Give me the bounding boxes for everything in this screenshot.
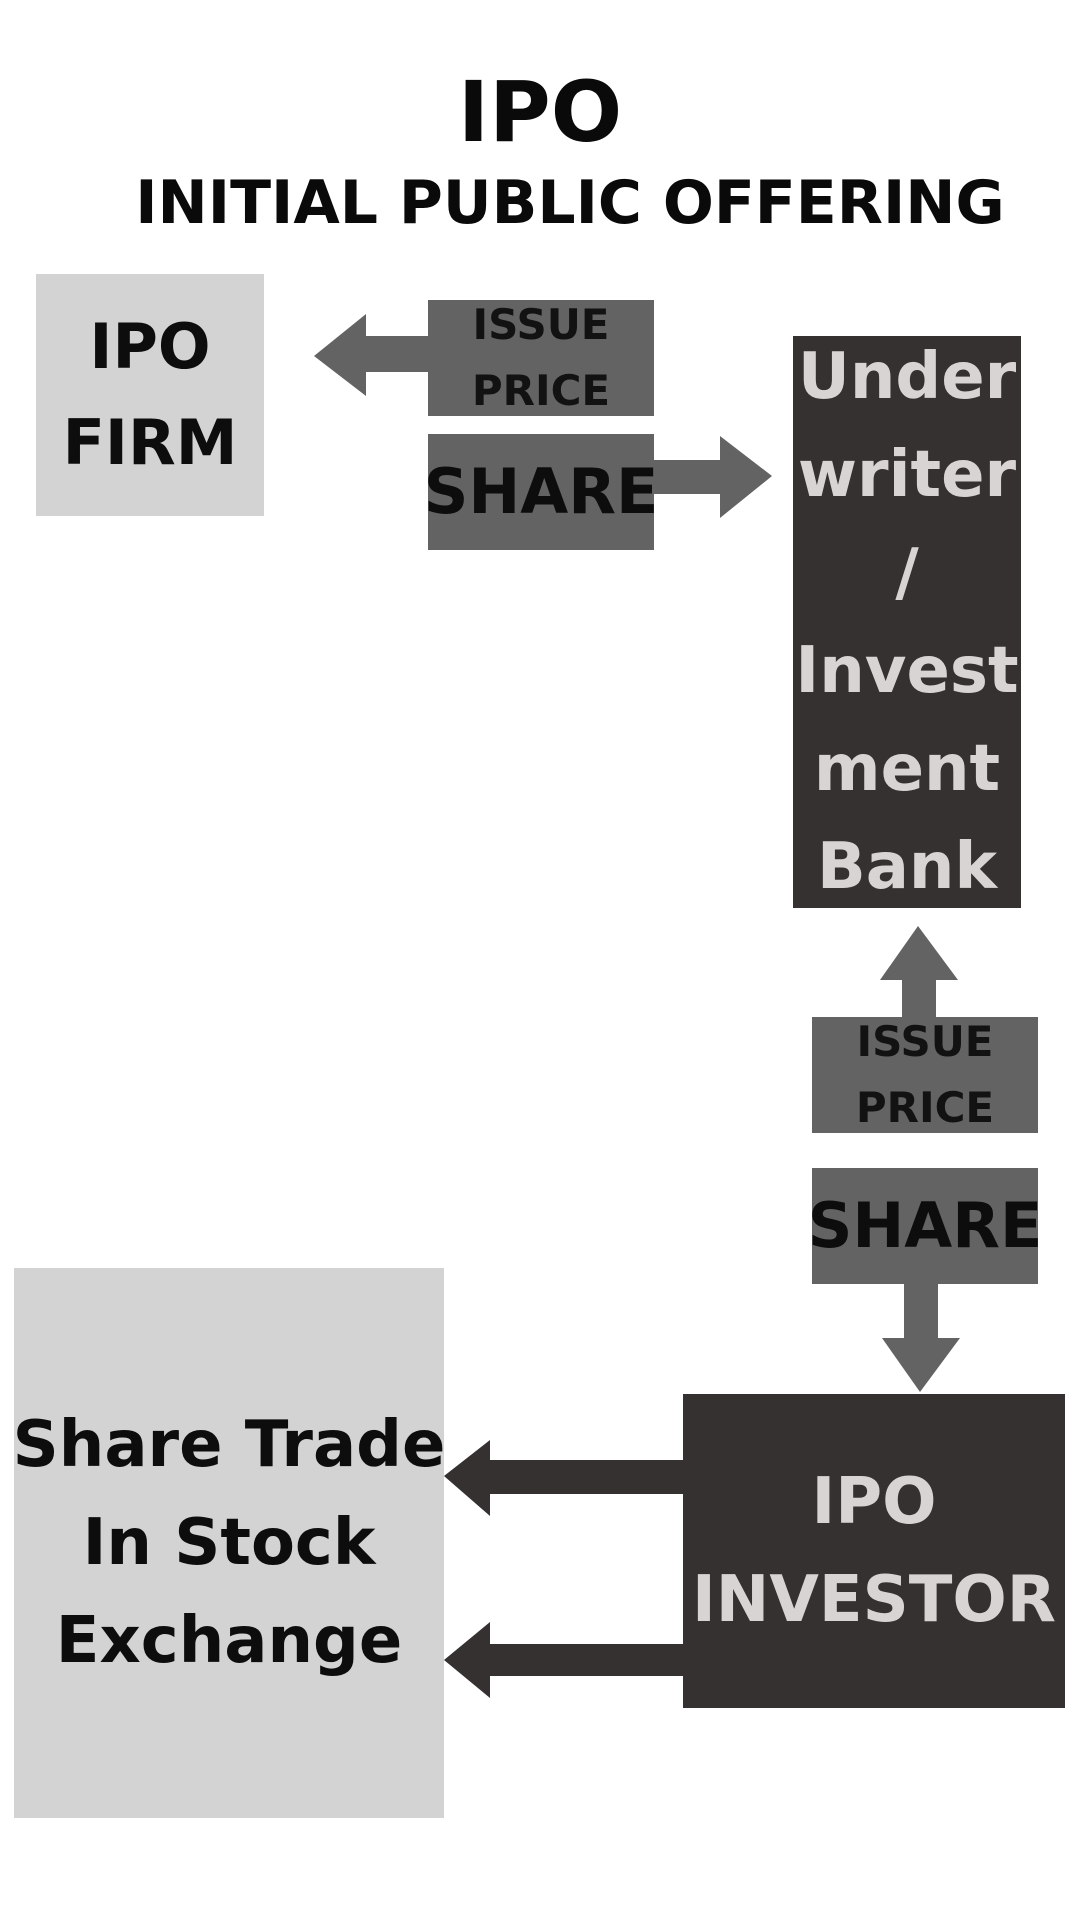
share-label-top: SHARE	[424, 434, 658, 550]
ipo-firm-box: IPO FIRM	[36, 274, 264, 516]
diagram-subtitle: INITIAL PUBLIC OFFERING	[135, 168, 1005, 238]
issue-price-label-right: ISSUE PRICE	[812, 1017, 1038, 1133]
ipo-investor-line: IPO	[811, 1465, 937, 1539]
share-line: SHARE	[423, 455, 659, 528]
stock-exchange-box: Share Trade In Stock Exchange	[12, 1268, 446, 1818]
diagram-title: IPO	[457, 63, 623, 161]
arrow-up-icon	[880, 926, 958, 1017]
ipo-firm-line: FIRM	[62, 406, 238, 479]
underwriter-box: Under writer / Invest ment Bank	[793, 336, 1021, 908]
issue-price-line: PRICE	[855, 1083, 995, 1132]
issue-price-label-top: ISSUE PRICE	[428, 300, 654, 416]
arrow-left-lower-icon	[444, 1622, 683, 1698]
stock-exchange-line: Share Trade	[12, 1408, 446, 1482]
stock-exchange-line: Exchange	[55, 1604, 403, 1678]
stock-exchange-line: In Stock	[82, 1506, 376, 1580]
arrow-left-icon	[314, 314, 428, 396]
underwriter-line: ment	[813, 732, 1001, 806]
issue-price-line: ISSUE	[472, 300, 610, 349]
underwriter-line: Under	[797, 340, 1017, 414]
ipo-investor-line: INVESTOR	[691, 1563, 1057, 1637]
share-label-right: SHARE	[808, 1168, 1042, 1284]
share-line: SHARE	[807, 1189, 1043, 1262]
underwriter-line: Bank	[816, 830, 998, 904]
ipo-investor-box: IPO INVESTOR	[683, 1394, 1065, 1708]
issue-price-line: PRICE	[471, 366, 611, 415]
underwriter-line: writer	[797, 438, 1017, 512]
arrow-down-icon	[882, 1284, 960, 1392]
arrow-right-icon	[654, 436, 772, 518]
arrow-left-upper-icon	[444, 1440, 683, 1516]
underwriter-line: /	[895, 536, 919, 610]
underwriter-line: Invest	[795, 634, 1019, 708]
issue-price-line: ISSUE	[856, 1017, 994, 1066]
ipo-firm-line: IPO	[89, 310, 211, 383]
